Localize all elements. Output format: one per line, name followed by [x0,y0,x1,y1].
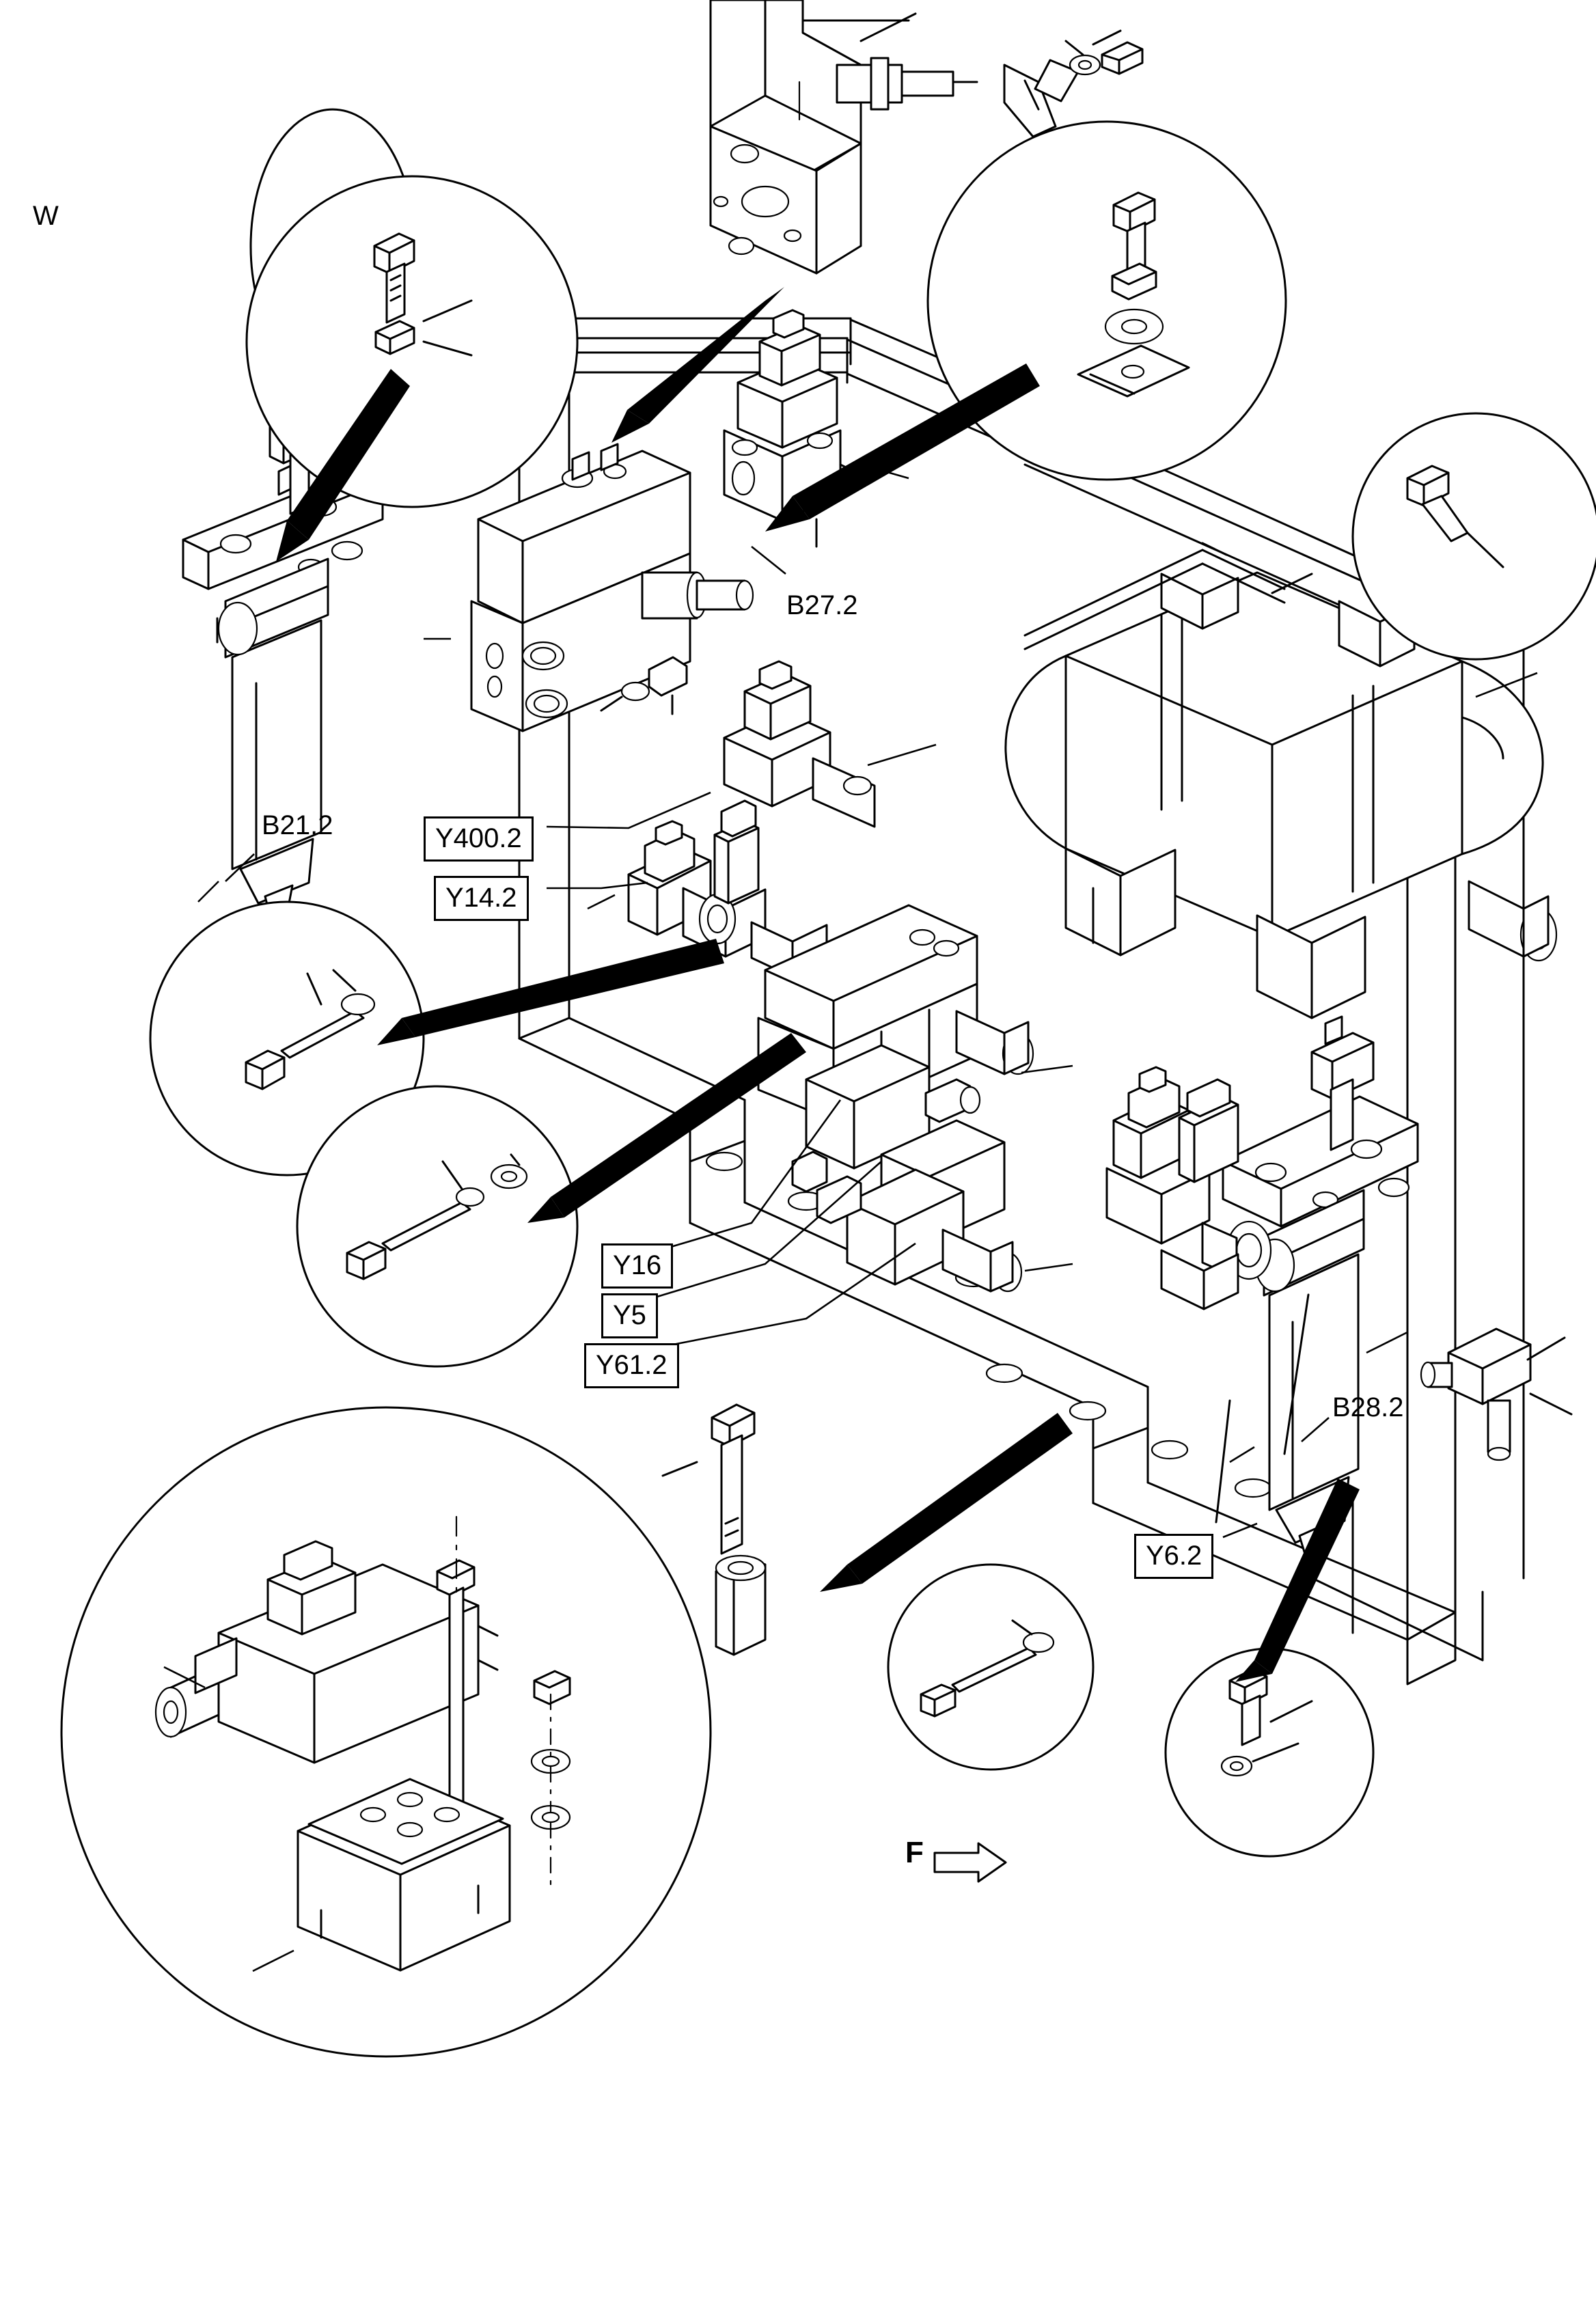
top-right-small-parts [1003,29,1144,138]
detail-circle-bottom-right-small [887,1563,1095,1771]
y14-solenoid [587,799,828,978]
direction-mark-f: F [905,1836,924,1869]
right-accumulator-tank [1004,542,1558,1019]
detail-circle-mid-left-lower [296,1085,579,1368]
direction-arrow-icon [933,1842,1007,1883]
label-y400: Y400.2 [424,816,534,862]
label-y6: Y6.2 [1134,1534,1214,1579]
label-leader-lines [225,545,1330,1539]
detail-circle-mid-left-upper [149,900,425,1176]
detail-circle-top-left [245,108,579,508]
center-solenoid-group [723,660,937,828]
right-lower-fitting [1420,1327,1573,1461]
label-b21: B21.2 [262,810,333,840]
detail-circle-bottom-right [1164,1647,1375,1858]
label-b27: B27.2 [786,590,858,620]
label-y61: Y61.2 [584,1343,679,1388]
right-filter-b28 [1105,1015,1419,1565]
top-center-manifold [709,0,978,275]
detail-circle-bottom-left-large [60,1406,712,2058]
central-valve-bank [757,904,1073,1293]
detail-circle-top-right [926,120,1287,481]
label-b28: B28.2 [1332,1392,1404,1422]
label-y16: Y16 [601,1243,674,1289]
label-y14: Y14.2 [434,876,529,921]
label-y5: Y5 [601,1293,658,1338]
center-valve-block [424,443,754,732]
detail-circle-right [1351,412,1596,661]
center-bottom-bolt-spacer [661,1403,767,1656]
pointer-arrows [276,287,1360,1682]
corner-mark-w: W [33,201,59,231]
